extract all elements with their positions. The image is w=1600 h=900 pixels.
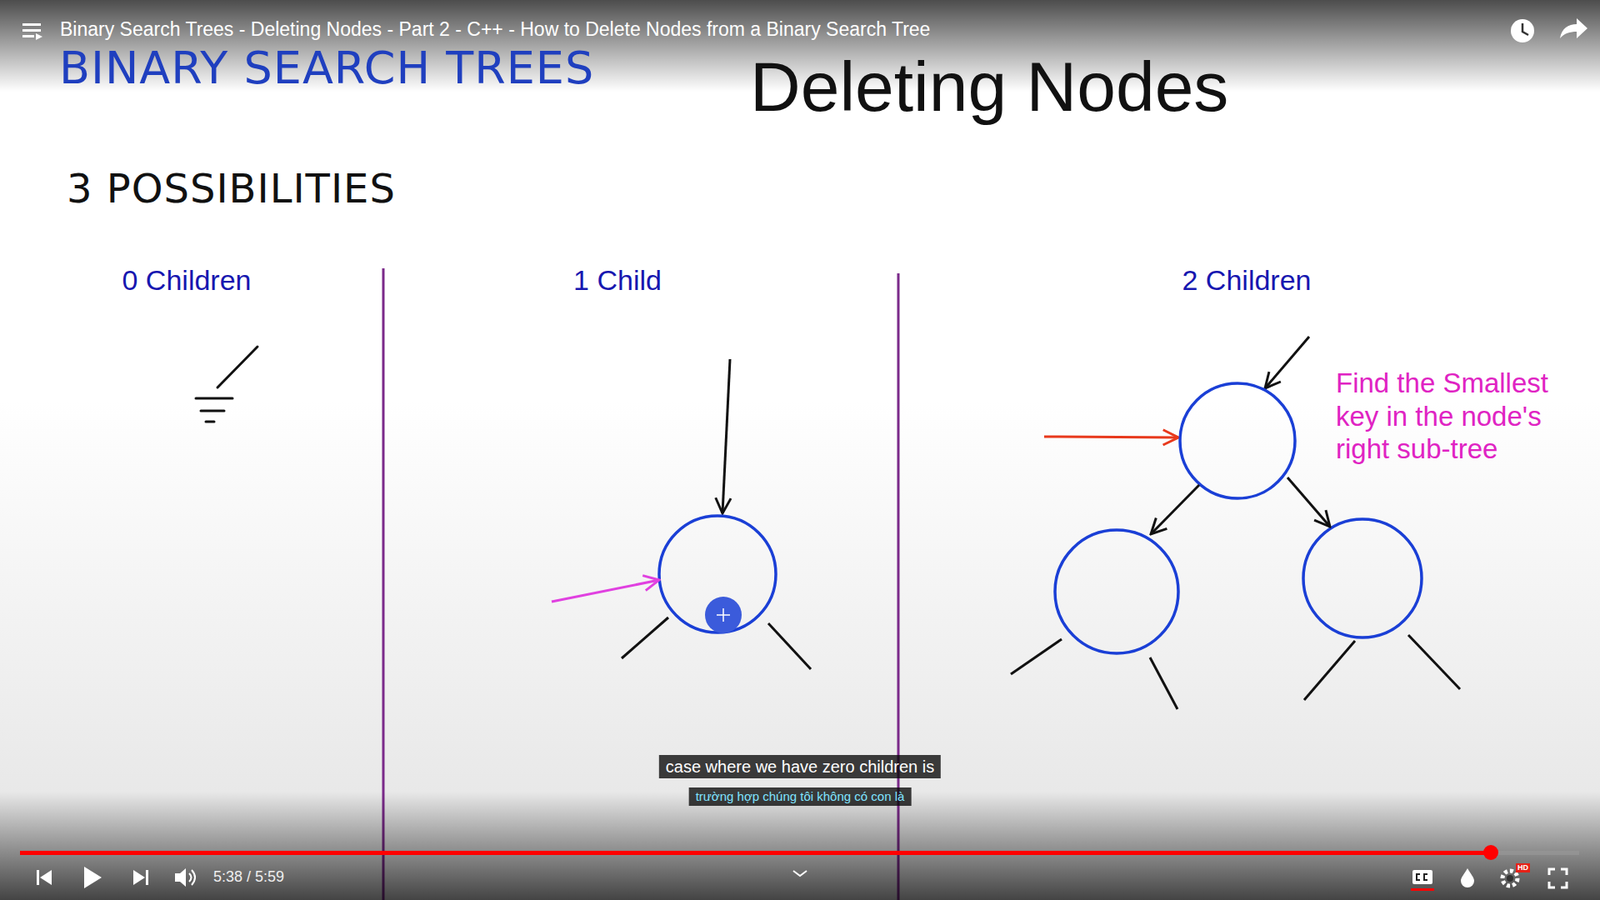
tree-node-circle bbox=[1055, 530, 1179, 654]
child-arrow bbox=[1150, 485, 1200, 535]
note-text: Find the Smallest key in the node's righ… bbox=[1335, 366, 1590, 466]
child-link bbox=[1304, 640, 1355, 700]
target-arrow bbox=[1044, 436, 1179, 438]
settings-gear bbox=[1502, 870, 1518, 886]
icon-bar bbox=[22, 29, 41, 32]
ground-bar bbox=[205, 420, 215, 424]
child-link bbox=[768, 623, 811, 670]
playlist-icon bbox=[22, 23, 43, 40]
prev-icon bbox=[40, 870, 52, 885]
cc-icon-marks bbox=[1416, 874, 1428, 880]
parent-pointer bbox=[1265, 336, 1310, 389]
share-icon bbox=[1560, 18, 1588, 39]
handwritten-heading: Deleting Nodes bbox=[750, 45, 1229, 130]
cursor-cross bbox=[716, 608, 730, 622]
progress-scrubber bbox=[1483, 845, 1499, 860]
icon-bar bbox=[22, 23, 41, 26]
watch-later-icon bbox=[1510, 19, 1535, 43]
next-icon bbox=[145, 870, 149, 885]
child-link bbox=[1150, 657, 1178, 710]
tree-node-circle bbox=[1303, 519, 1422, 638]
child-arrow bbox=[1287, 477, 1330, 527]
ambient-icon bbox=[1460, 868, 1475, 888]
child-link bbox=[1010, 639, 1062, 675]
ground-symbol bbox=[195, 346, 258, 422]
ground-bar bbox=[195, 397, 233, 400]
volume-waves bbox=[189, 870, 195, 885]
handwritten-heading: BINARY SEARCH TREES bbox=[59, 41, 595, 96]
case-heading: 0 Children bbox=[122, 263, 252, 298]
chevron-icon bbox=[793, 870, 807, 876]
child-link bbox=[621, 617, 669, 659]
settings-gear-hole bbox=[1506, 875, 1514, 882]
section-heading: 3 POSSIBILITIES bbox=[66, 165, 396, 214]
clock-face bbox=[1510, 19, 1535, 43]
tree-node-circle bbox=[659, 515, 776, 633]
icon-bar bbox=[22, 35, 35, 38]
ground-bar bbox=[200, 410, 225, 413]
fullscreen-icon bbox=[1549, 869, 1567, 888]
video-title: Binary Search Trees - Deleting Nodes - P… bbox=[60, 18, 930, 42]
progress-track bbox=[20, 850, 1580, 855]
pointer-line bbox=[217, 346, 258, 388]
cc-underline bbox=[1410, 888, 1435, 891]
cursor-dot bbox=[705, 596, 742, 634]
clock-hands bbox=[1522, 23, 1529, 35]
tree-node-circle bbox=[1180, 383, 1295, 499]
subtitle-line: case where we have zero children is bbox=[659, 755, 941, 779]
hd-badge: HD bbox=[1515, 863, 1530, 873]
icon-arrow bbox=[35, 33, 43, 40]
case-heading: 2 Children bbox=[1182, 263, 1312, 298]
parent-pointer bbox=[722, 359, 730, 514]
case-heading: 1 Child bbox=[573, 263, 662, 298]
subtitle-line: trường hợp chúng tôi không có con là bbox=[689, 787, 912, 806]
child-link bbox=[1408, 635, 1460, 690]
bottom-shade bbox=[0, 791, 1600, 900]
prev-icon bbox=[36, 870, 40, 885]
progress-played bbox=[20, 850, 1491, 855]
cc-icon bbox=[1412, 870, 1433, 885]
play-icon bbox=[84, 866, 102, 889]
volume-icon bbox=[175, 868, 186, 887]
time-display: 5:38 / 5:59 bbox=[213, 868, 285, 887]
target-arrow bbox=[551, 580, 660, 602]
player-controls bbox=[36, 866, 186, 889]
next-icon bbox=[133, 870, 145, 885]
